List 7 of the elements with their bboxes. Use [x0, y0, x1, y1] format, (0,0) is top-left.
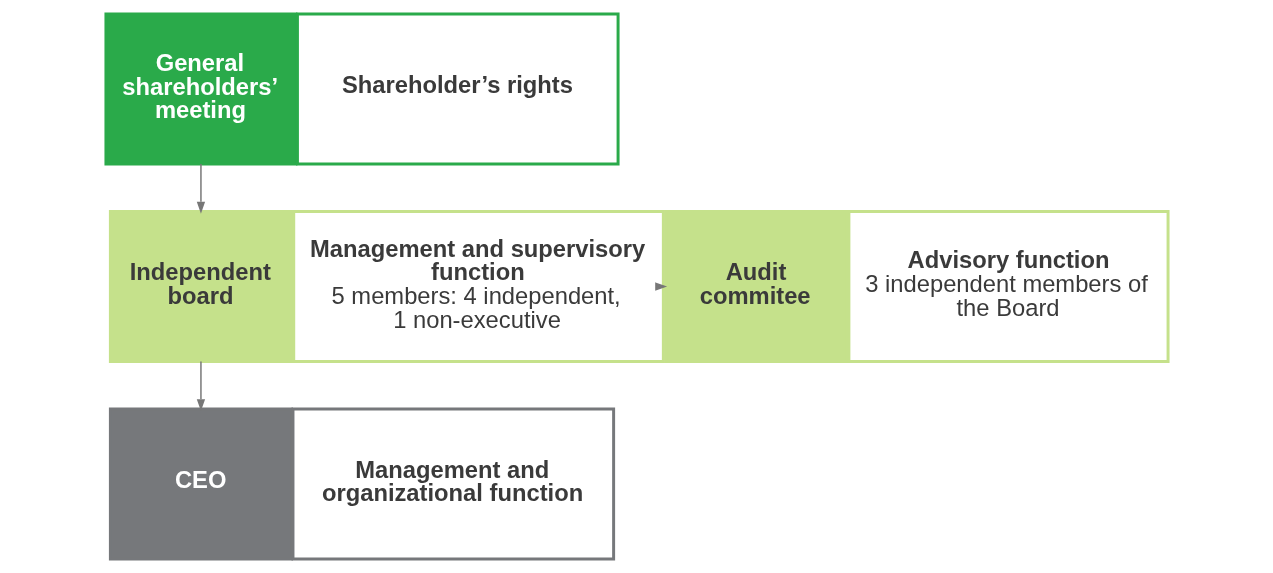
arrow — [196, 163, 205, 214]
node-box: General shareholders’ meeting — [103, 12, 297, 166]
node-box: Independent board — [108, 210, 293, 363]
node-box: CEO — [108, 407, 293, 561]
node-box: Shareholder’s rights — [295, 12, 620, 166]
node-box: Management and organizational function — [291, 407, 615, 561]
node-box: Advisory function 3 independent members of the Board — [846, 210, 1170, 363]
